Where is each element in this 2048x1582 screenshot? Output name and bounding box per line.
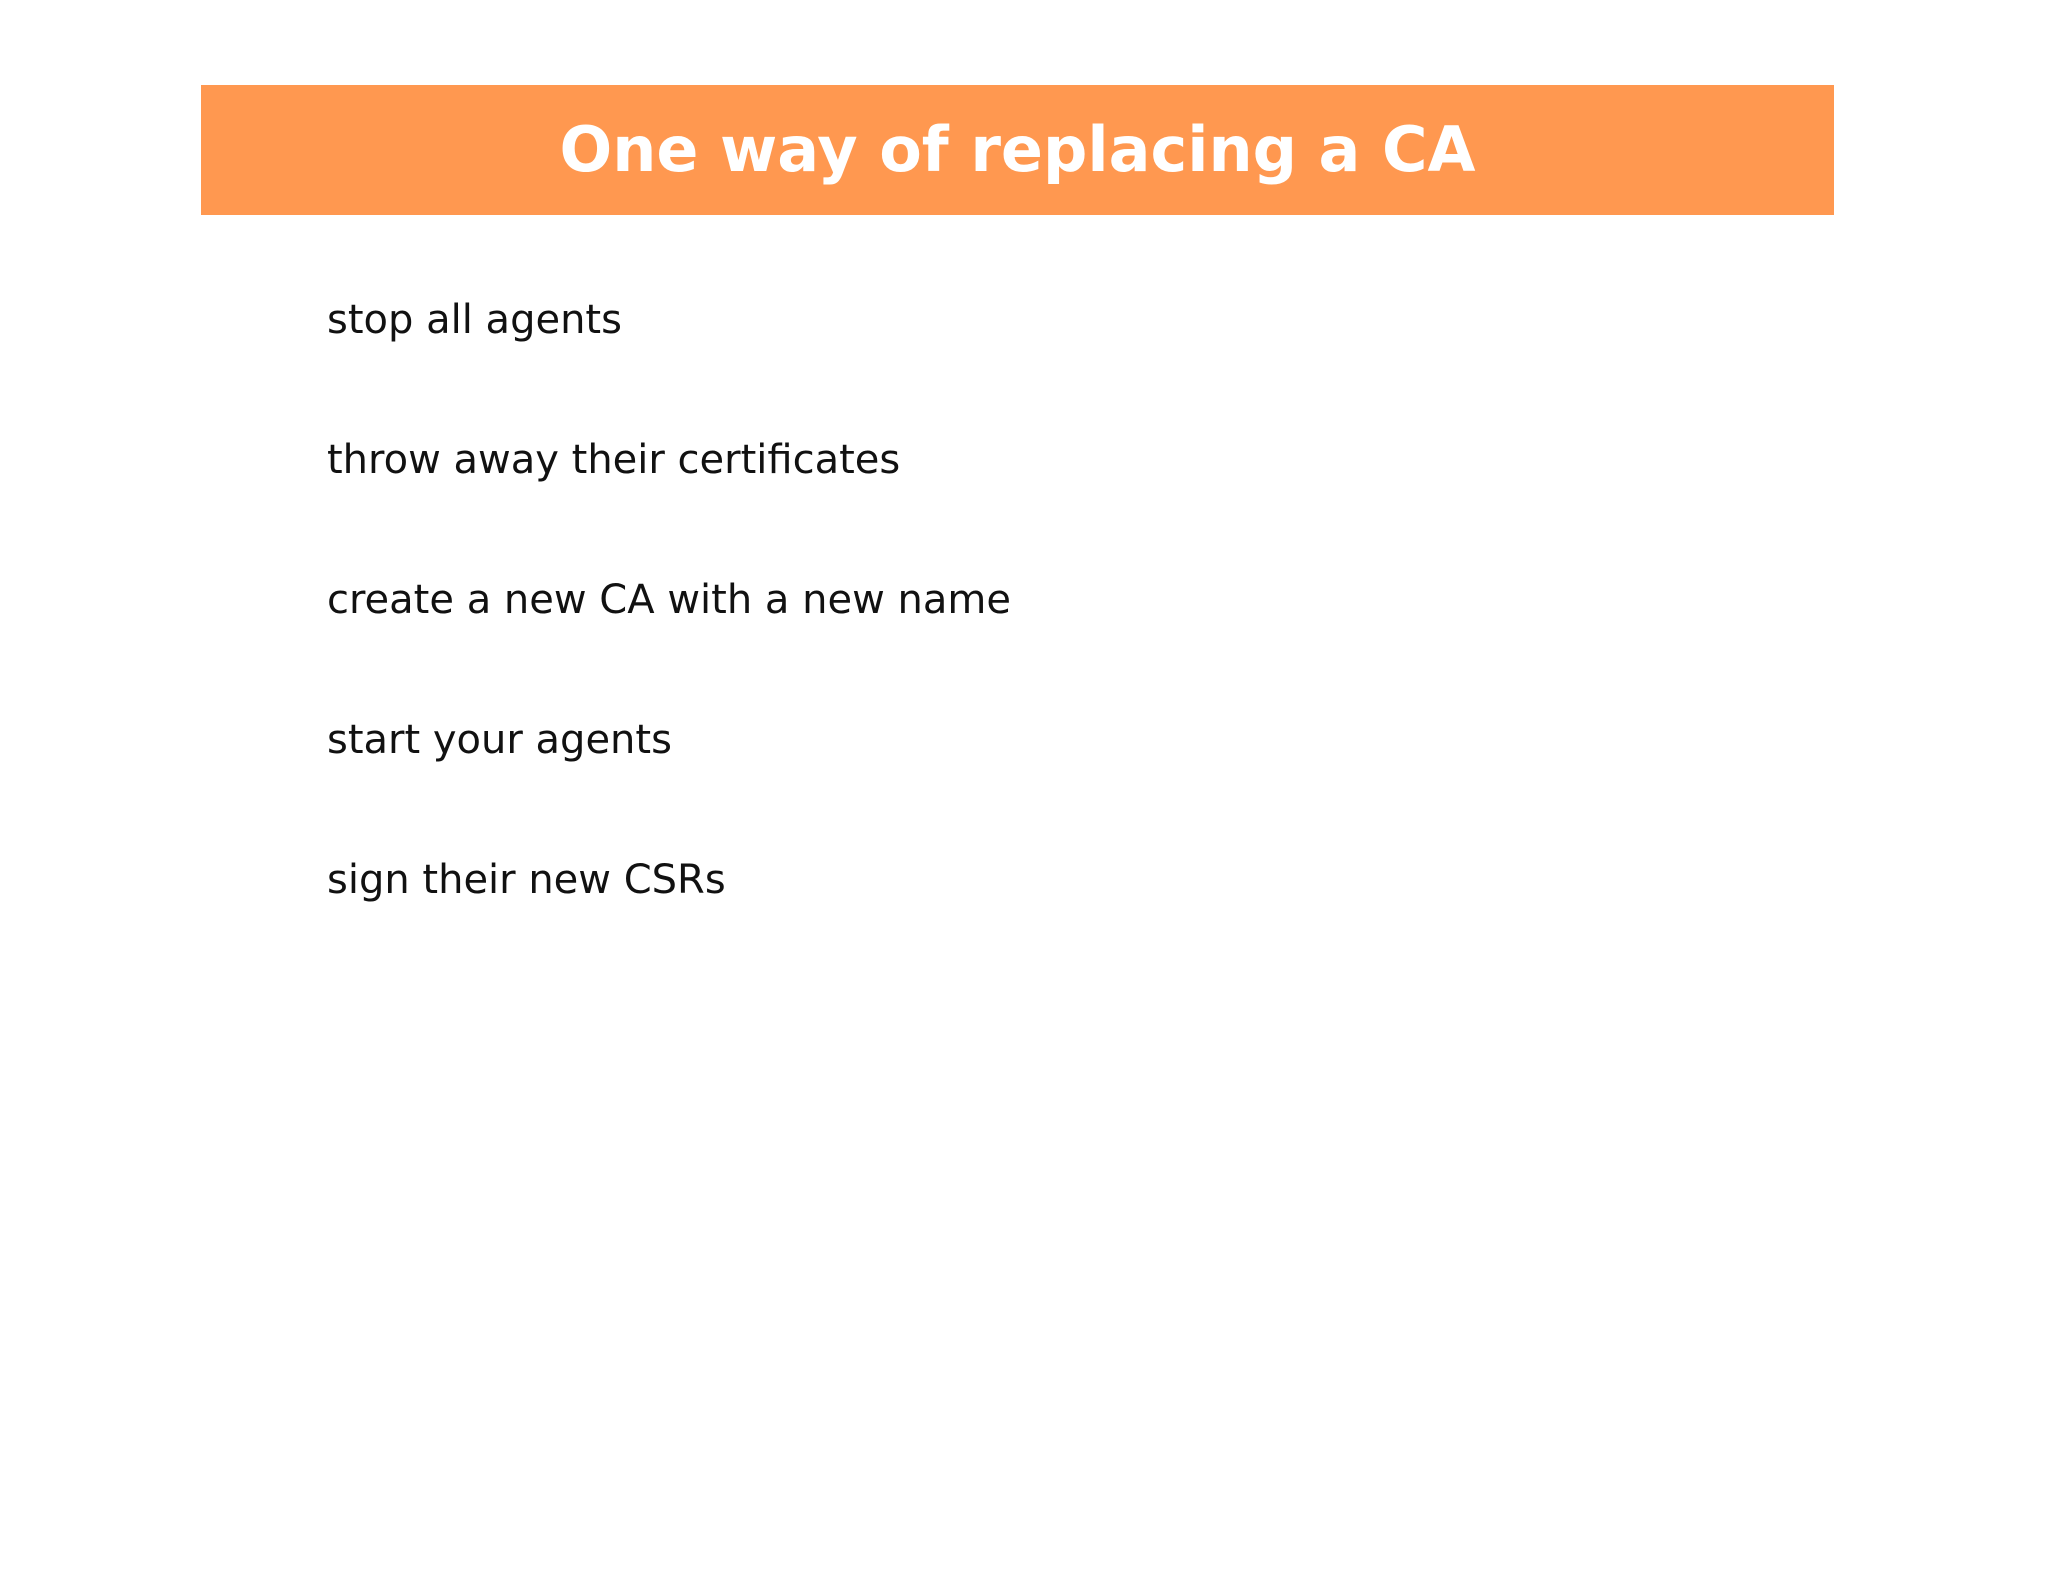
slide-title: One way of replacing a CA	[559, 113, 1476, 186]
bullet-item: sign their new CSRs	[327, 857, 726, 903]
bullet-item: create a new CA with a new name	[327, 577, 1011, 623]
title-bar: One way of replacing a CA	[201, 85, 1834, 215]
bullet-item: start your agents	[327, 717, 672, 763]
bullet-item: stop all agents	[327, 297, 622, 343]
bullet-item: throw away their certificates	[327, 437, 901, 483]
bullet-list: stop all agents throw away their certifi…	[327, 290, 1727, 990]
